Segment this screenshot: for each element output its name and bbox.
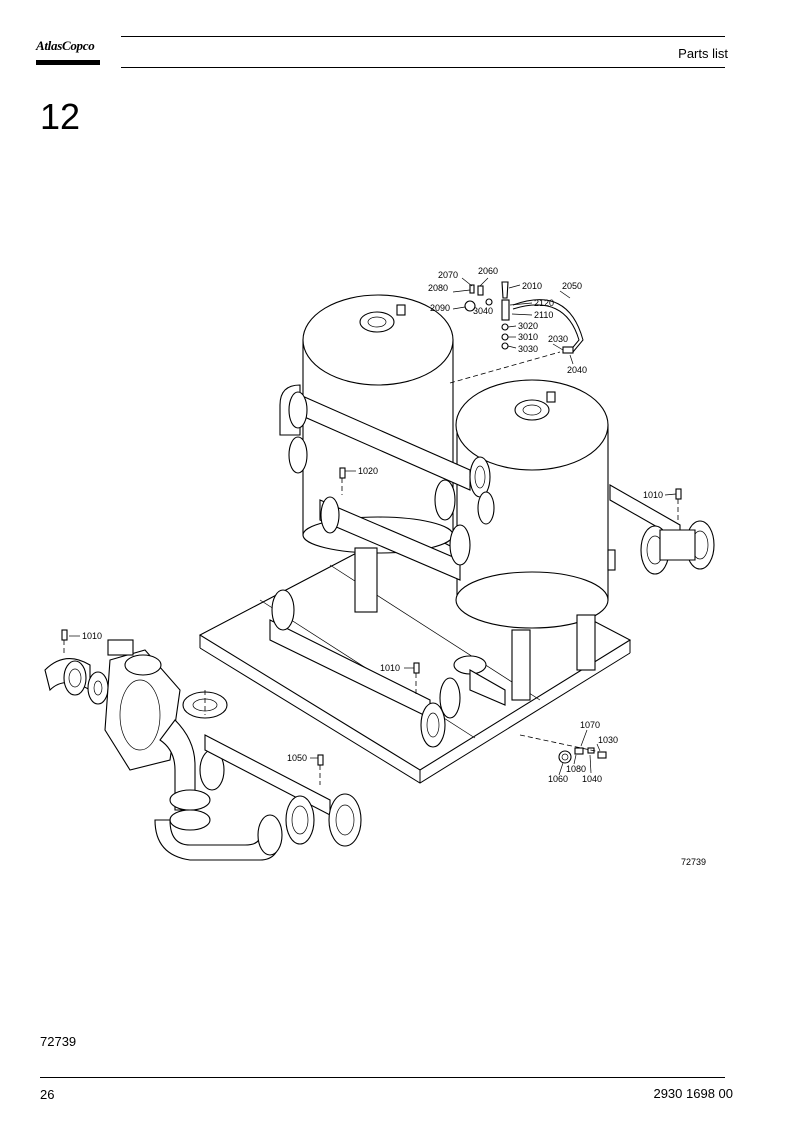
callout-2110: 2110: [534, 310, 553, 320]
exploded-parts-drawing: 2070 2060 2010 2050 2080 2090 3040 2120 …: [44, 266, 715, 861]
callout-1010-left: 1010: [82, 631, 102, 641]
leader-lines: [69, 277, 677, 776]
lower-manifold: [269, 479, 506, 748]
callout-1010-center: 1010: [380, 663, 400, 673]
callout-2030: 2030: [548, 334, 568, 344]
callout-2080: 2080: [428, 283, 448, 293]
callout-2040: 2040: [567, 365, 587, 375]
page-number: 26: [40, 1087, 55, 1102]
callouts: 2070 2060 2010 2050 2080 2090 3040 2120 …: [82, 266, 663, 784]
callout-2070: 2070: [438, 270, 458, 280]
callout-3010: 3010: [518, 332, 538, 342]
upper-manifold: [279, 384, 491, 498]
callout-2120: 2120: [534, 298, 554, 308]
callout-2050: 2050: [562, 281, 582, 291]
section-number: 12: [40, 96, 81, 137]
callout-2090: 2090: [430, 303, 450, 313]
right-outlet: [609, 484, 715, 575]
header-rule-top: [121, 36, 725, 37]
document-number: 2930 1698 00: [653, 1086, 733, 1101]
atlas-copco-logo: AtlasCopco: [36, 36, 102, 68]
callout-2060: 2060: [478, 266, 498, 276]
callout-3040: 3040: [473, 306, 493, 316]
callout-2010: 2010: [522, 281, 542, 291]
footer-rule: [40, 1077, 725, 1078]
lower-left-piping: [154, 719, 362, 861]
logo-wordmark: AtlasCopco: [36, 38, 95, 53]
callout-1030: 1030: [598, 735, 618, 745]
callout-1060: 1060: [548, 774, 568, 784]
logo-underline: [36, 60, 100, 65]
callout-1080: 1080: [566, 764, 586, 774]
callout-1040: 1040: [582, 774, 602, 784]
fittings: [61, 281, 682, 785]
drawing-reference: 72739: [40, 1034, 77, 1049]
drawing-number: 72739: [681, 857, 707, 867]
left-inlet-assembly: [44, 639, 228, 771]
callout-3030: 3030: [518, 344, 538, 354]
callout-1010-right: 1010: [643, 490, 663, 500]
callout-1070: 1070: [580, 720, 600, 730]
callout-3020: 3020: [518, 321, 538, 331]
header-rule-bottom: [121, 67, 725, 68]
callout-1050: 1050: [287, 753, 307, 763]
callout-1020: 1020: [358, 466, 378, 476]
page-title: Parts list: [678, 46, 728, 61]
